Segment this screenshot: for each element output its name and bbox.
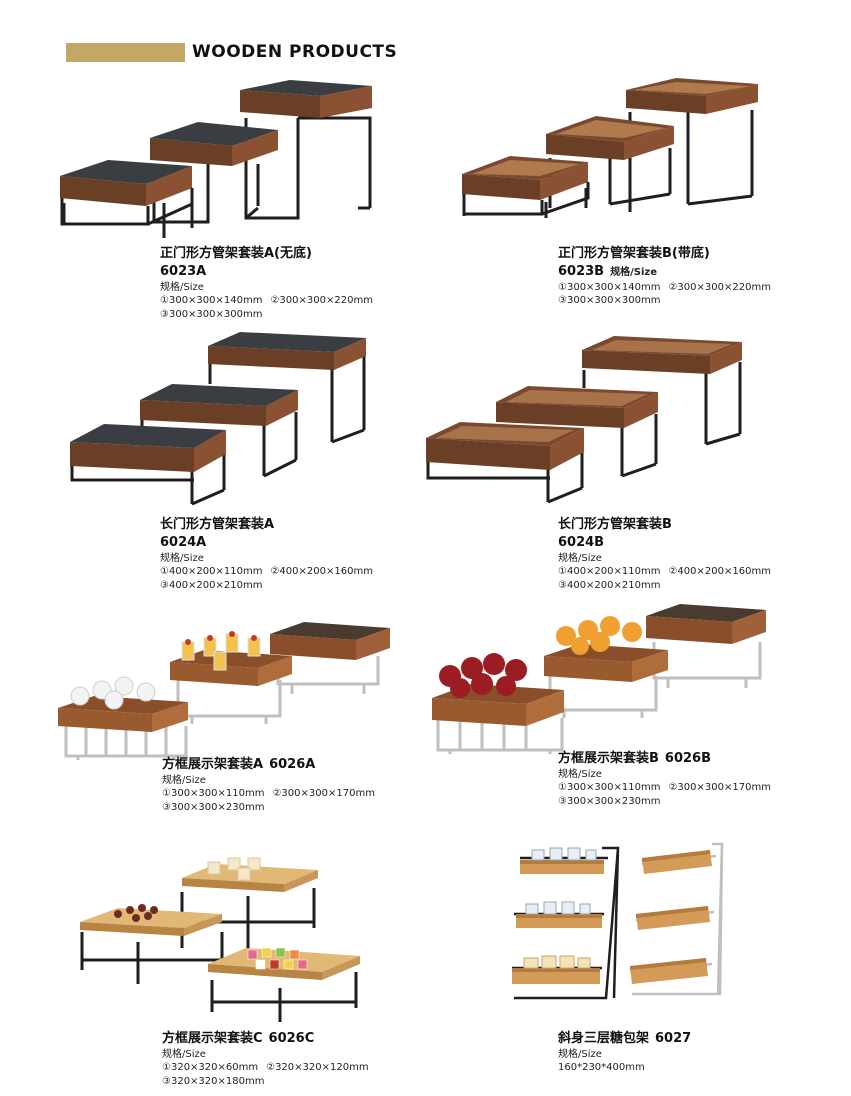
product-name: 方框展示架套装B 6026B xyxy=(558,751,771,767)
product-card-6026b: 方框展示架套装B 6026B 规格/Size ①300×300×110mm ②300… xyxy=(558,751,771,808)
size-row: ①320×320×60mm ②320×320×120mm xyxy=(162,1062,369,1074)
size-value: ②400×200×160mm xyxy=(270,566,373,578)
size-value: ③400×200×210mm xyxy=(558,579,661,591)
size-row: ③320×320×180mm xyxy=(162,1076,369,1088)
size-row: ③300×300×230mm xyxy=(162,802,375,814)
size-value: ①400×200×110mm xyxy=(160,566,263,578)
size-value: ③300×300×300mm xyxy=(160,308,263,320)
product-code: 6026B xyxy=(664,751,712,766)
size-value: ①300×300×140mm xyxy=(558,281,661,293)
product-image-6026c xyxy=(78,852,362,1024)
product-card-6027: 斜身三层糖包架 6027 规格/Size 160*230*400mm xyxy=(558,1031,692,1074)
product-image-6023b xyxy=(460,76,760,218)
product-card-6024a: 长门形方管架套装A 6024A 规格/Size ①400×200×110mm ②4… xyxy=(160,517,373,592)
size-value: 160*230*400mm xyxy=(558,1062,645,1074)
size-row: ③300×300×300mm xyxy=(160,309,373,321)
product-name: 方框展示架套装C 6026C xyxy=(162,1031,369,1047)
size-row: ③400×200×210mm xyxy=(160,580,373,592)
product-name: 正门形方管架套装A(无底) xyxy=(160,246,312,261)
size-value: ②300×300×170mm xyxy=(272,788,375,800)
size-value: ①300×300×110mm xyxy=(558,782,661,794)
size-label: 规格/Size xyxy=(162,774,206,786)
size-row: ①300×300×110mm ②300×300×170mm xyxy=(558,782,771,794)
product-image-6027 xyxy=(506,838,730,1018)
product-code: 6026C xyxy=(268,1031,315,1046)
size-label: 规格/Size xyxy=(160,552,204,564)
product-image-6024b xyxy=(424,334,744,504)
product-code: 6023A xyxy=(160,263,207,279)
size-value: ①400×200×110mm xyxy=(558,566,661,578)
size-value: ③300×300×230mm xyxy=(162,801,265,813)
size-label: 规格/Size xyxy=(160,281,204,293)
size-row: ③300×300×230mm xyxy=(558,796,771,808)
size-row: ①400×200×110mm ②400×200×160mm xyxy=(160,566,373,578)
size-label: 规格/Size xyxy=(610,266,657,278)
product-code: 6023B 规格/Size xyxy=(558,263,771,280)
size-label: 规格/Size xyxy=(162,1048,206,1060)
product-image-6026b xyxy=(430,602,770,754)
product-card-6026a: 方框展示架套装A 6026A 规格/Size ①300×300×110mm ②300… xyxy=(162,757,375,814)
size-label: 规格/Size xyxy=(558,768,602,780)
product-card-6026c: 方框展示架套装C 6026C 规格/Size ①320×320×60mm ②320×… xyxy=(162,1031,369,1088)
page-title: WOODEN PRODUCTS xyxy=(192,42,398,62)
product-name-text: 方框展示架套装C xyxy=(162,1031,263,1046)
size-row: 160*230*400mm xyxy=(558,1062,691,1074)
product-image-6024a xyxy=(68,330,368,508)
product-name: 长门形方管架套装B xyxy=(558,517,672,532)
size-value: ①320×320×60mm xyxy=(162,1062,259,1074)
size-value: ③400×200×210mm xyxy=(160,579,263,591)
size-value: ②300×300×220mm xyxy=(668,281,771,293)
product-name-text: 斜身三层糖包架 xyxy=(558,1031,650,1046)
size-label: 规格/Size xyxy=(558,1048,602,1060)
product-name: 方框展示架套装A 6026A xyxy=(162,757,375,773)
size-value: ②300×300×220mm xyxy=(270,295,373,307)
product-code-value: 6023B xyxy=(558,263,605,279)
product-name-text: 方框展示架套装B xyxy=(558,751,659,766)
size-value: ②300×300×170mm xyxy=(668,782,771,794)
size-value: ②320×320×120mm xyxy=(266,1062,369,1074)
product-name: 正门形方管架套装B(带底) xyxy=(558,246,710,261)
product-name-text: 方框展示架套装A xyxy=(162,757,264,772)
product-image-6026a xyxy=(58,620,396,760)
size-value: ③320×320×180mm xyxy=(162,1075,265,1087)
size-row: ①300×300×140mm ②300×300×220mm xyxy=(160,295,373,307)
header-accent-bar xyxy=(66,43,185,62)
product-image-6023a xyxy=(58,78,378,238)
size-value: ①300×300×110mm xyxy=(162,788,265,800)
size-row: ①300×300×140mm ②300×300×220mm xyxy=(558,282,771,294)
size-value: ②400×200×160mm xyxy=(668,566,771,578)
product-name: 长门形方管架套装A xyxy=(160,517,275,532)
size-row: ③300×300×300mm xyxy=(558,295,771,307)
product-code: 6024A xyxy=(160,534,207,550)
product-code: 6027 xyxy=(655,1031,692,1046)
product-code: 6024B xyxy=(558,534,605,550)
product-name: 斜身三层糖包架 6027 xyxy=(558,1031,692,1047)
size-value: ③300×300×230mm xyxy=(558,795,661,807)
product-card-6023a: 正门形方管架套装A(无底) 6023A 规格/Size ①300×300×140… xyxy=(160,246,373,321)
product-card-6024b: 长门形方管架套装B 6024B 规格/Size ①400×200×110mm ②4… xyxy=(558,517,771,592)
size-label: 规格/Size xyxy=(558,552,602,564)
size-row: ①400×200×110mm ②400×200×160mm xyxy=(558,566,771,578)
size-row: ③400×200×210mm xyxy=(558,580,771,592)
size-row: ①300×300×110mm ②300×300×170mm xyxy=(162,788,375,800)
product-code: 6026A xyxy=(269,757,316,772)
product-card-6023b: 正门形方管架套装B(带底) 6023B 规格/Size ①300×300×140m… xyxy=(558,246,771,307)
size-value: ③300×300×300mm xyxy=(558,295,661,307)
size-value: ①300×300×140mm xyxy=(160,295,263,307)
